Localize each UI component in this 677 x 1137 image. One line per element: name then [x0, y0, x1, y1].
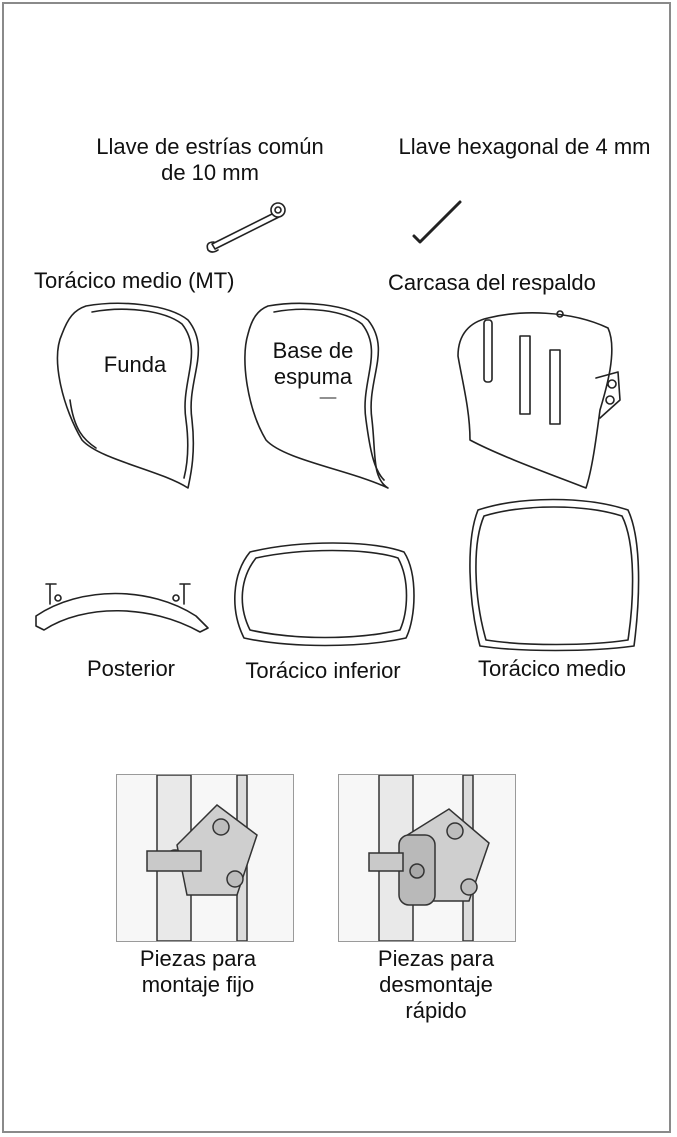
- cover-part: [56, 302, 200, 489]
- mid-thoracic-pad: [469, 498, 640, 652]
- fixed-mount-label: Piezas para montaje fijo: [118, 946, 278, 998]
- quick-release-illustration: [368, 775, 490, 941]
- foam-base-part: [244, 302, 389, 489]
- posterior-label: Posterior: [86, 656, 176, 681]
- lower-thoracic-pad: [234, 542, 415, 647]
- quick-release-label-line3: rápido: [405, 998, 467, 1023]
- wrench-icon: [206, 202, 286, 253]
- mid-thoracic-group-label: Torácico medio (MT): [34, 268, 235, 293]
- wrench-label: Llave de estrías común de 10 mm: [80, 134, 340, 186]
- quick-release-photo: [338, 774, 516, 942]
- mid-thoracic-label: Torácico medio: [478, 656, 626, 681]
- foam-base-label-line1: Base de: [272, 338, 354, 363]
- quick-release-label-line1: Piezas para: [377, 946, 495, 971]
- fixed-mount-photo: [116, 774, 294, 942]
- back-shell-part: [457, 310, 621, 489]
- wrench-label-line1: Llave de estrías común: [96, 134, 324, 159]
- quick-release-label: Piezas para desmontaje rápido: [356, 946, 516, 1024]
- foam-base-label: Base de espuma: [258, 338, 368, 390]
- foam-base-label-line2: espuma: [273, 364, 353, 389]
- cover-label: Funda: [103, 352, 167, 377]
- quick-release-label-line2: desmontaje: [379, 972, 493, 997]
- fixed-mount-illustration: [146, 775, 258, 941]
- fixed-mount-label-line2: montaje fijo: [141, 972, 255, 997]
- lower-thoracic-label: Torácico inferior: [245, 658, 401, 683]
- wrench-label-line2: de 10 mm: [161, 160, 259, 185]
- hex-key-icon: [412, 200, 462, 244]
- posterior-part: [35, 583, 209, 633]
- hex-key-label: Llave hexagonal de 4 mm: [398, 134, 651, 159]
- back-shell-label: Carcasa del respaldo: [388, 270, 596, 295]
- fixed-mount-label-line1: Piezas para: [139, 946, 257, 971]
